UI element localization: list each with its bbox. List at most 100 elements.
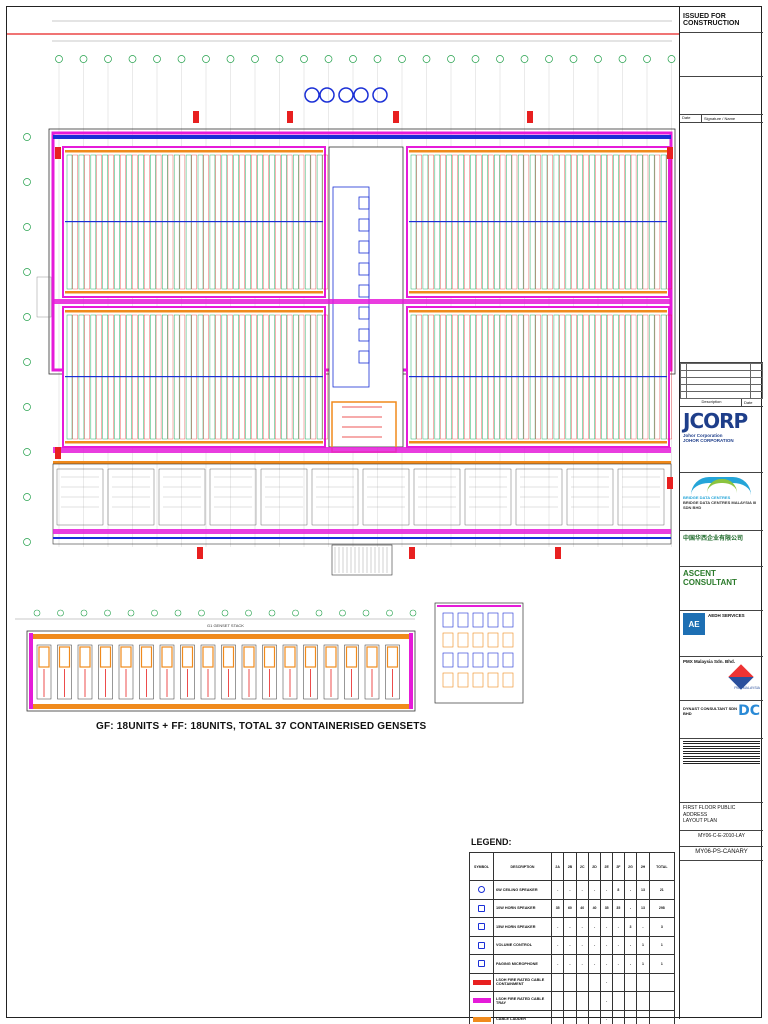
legend-value: - xyxy=(563,917,577,937)
legend-value: - xyxy=(575,880,589,900)
legend-desc: CABLE LADDER xyxy=(493,1009,552,1024)
tray-org-icon xyxy=(469,1009,494,1024)
legend-desc: 15W HORN SPEAKER xyxy=(493,917,552,937)
jcorp-logo: JCORP xyxy=(683,409,748,433)
legend-row: CABLE LADDER - xyxy=(469,1009,676,1024)
drawing-title-1: FIRST FLOOR PUBLIC ADDRESS xyxy=(683,805,736,818)
description-label: Description xyxy=(680,399,742,406)
legend-value: 298 xyxy=(648,898,676,918)
legend-value xyxy=(623,972,638,992)
legend-value: 1 xyxy=(636,935,650,955)
legend-value: - xyxy=(623,954,638,974)
tray-mag-icon xyxy=(469,991,494,1011)
legend-value: - xyxy=(600,880,614,900)
legend-desc: LSOH FIRE RATED CABLE TRAY xyxy=(493,991,552,1011)
legend-value: - xyxy=(563,954,577,974)
legend-value: - xyxy=(587,935,602,955)
legend-value: 3 xyxy=(648,917,676,937)
svg-text:G1 GENSET STACK: G1 GENSET STACK xyxy=(207,623,244,628)
legend-value xyxy=(623,991,638,1011)
pmx-name: PMX Malaysia Sdn. Bhd. xyxy=(683,659,736,664)
pmx-box: PMX Malaysia Sdn. Bhd. PMX MALAYSIA xyxy=(680,657,763,701)
legend-header-9: 2H xyxy=(636,852,650,881)
bdc-tagline: BRIDGE DATA CENTRES xyxy=(683,495,731,500)
plan-area: G1 GENSET STACK GF: 18UNITS + FF: 18UNIT… xyxy=(7,7,679,1024)
legend-value: 40 xyxy=(587,898,602,918)
genset-caption: GF: 18UNITS + FF: 18UNITS, TOTAL 37 CONT… xyxy=(96,721,427,732)
aedh-logo: AE xyxy=(683,613,705,635)
drawing-title-box: FIRST FLOOR PUBLIC ADDRESS LAYOUT PLAN xyxy=(680,803,763,831)
issue-stamp: ISSUED FOR CONSTRUCTION xyxy=(680,7,763,33)
legend-value xyxy=(636,991,650,1011)
legend-header-3: 2B xyxy=(563,852,577,881)
legend-row: LSOH FIRE RATED CABLE TRAY- xyxy=(469,991,676,1011)
data-hall-left xyxy=(62,146,328,448)
legend-value: - xyxy=(612,954,625,974)
approval-box xyxy=(680,77,763,115)
grid-markers-top xyxy=(23,55,676,546)
legend-value xyxy=(575,972,589,992)
legend-value: - xyxy=(623,935,638,955)
legend-value: 35 xyxy=(600,898,614,918)
legend-header-4: 2C xyxy=(575,852,589,881)
legend-title: LEGEND: xyxy=(471,837,512,847)
legend-value xyxy=(550,1009,565,1024)
contractor-name: 中国华西企业有限公司 xyxy=(683,536,744,542)
date-col-label: Date xyxy=(744,400,753,405)
ascent-logo: ASCENT CONSULTANT xyxy=(683,569,737,587)
legend-value xyxy=(648,972,676,992)
legend-value xyxy=(563,1009,577,1024)
legend-value: - xyxy=(550,880,565,900)
legend-value: - xyxy=(600,1009,614,1024)
busway-top xyxy=(53,135,671,139)
legend-value xyxy=(612,991,625,1011)
legend-value: - xyxy=(587,917,602,937)
project-title-block xyxy=(683,741,760,765)
client-name-2: JOHOR CORPORATION xyxy=(683,438,734,443)
legend-desc: VOLUME CONTROL xyxy=(493,935,552,955)
legend-value: - xyxy=(600,935,614,955)
legend-value: 8 xyxy=(612,880,625,900)
small-room-plan xyxy=(434,602,524,704)
legend-value: - xyxy=(563,935,577,955)
tray-red-icon xyxy=(469,972,494,992)
developer-name: BRIDGE DATA CENTRES MALAYSIA III SDN BHD xyxy=(683,500,757,510)
revision-table xyxy=(680,363,763,399)
legend-value: - xyxy=(636,917,650,937)
legend-value: - xyxy=(550,954,565,974)
legend-header-8: 2G xyxy=(623,852,638,881)
bottom-rooms xyxy=(52,463,672,545)
legend-value: - xyxy=(600,917,614,937)
legend-value xyxy=(636,1009,650,1024)
legend-desc: PAGING MICROPHONE xyxy=(493,954,552,974)
vol-icon xyxy=(469,935,494,955)
disclaimer-box xyxy=(680,861,763,917)
legend-value xyxy=(587,991,602,1011)
legend-value xyxy=(648,991,676,1011)
legend-value: - xyxy=(575,917,589,937)
dynast-logo: DC xyxy=(738,703,760,719)
legend-value: 1 xyxy=(648,935,676,955)
legend-value: - xyxy=(550,935,565,955)
main-floor-plan: G1 GENSET STACK xyxy=(7,20,679,712)
legend-value xyxy=(563,972,577,992)
title-block: ISSUED FOR CONSTRUCTION Date Signature /… xyxy=(679,7,763,1019)
notes-area xyxy=(680,123,763,363)
legend-value: 60 xyxy=(563,898,577,918)
ceiling-icon xyxy=(469,880,494,900)
mep-box: AE AEDH SERVICES xyxy=(680,611,763,657)
legend-value xyxy=(575,1009,589,1024)
chiller-units xyxy=(304,87,388,103)
project-title-box xyxy=(680,739,763,803)
legend-value xyxy=(575,991,589,1011)
legend-value: 35 xyxy=(612,898,625,918)
legend-value: - xyxy=(575,954,589,974)
legend-value: - xyxy=(600,954,614,974)
central-core xyxy=(328,146,404,453)
drawing-title-2: LAYOUT PLAN xyxy=(683,818,717,824)
legend-value: 1 xyxy=(648,954,676,974)
